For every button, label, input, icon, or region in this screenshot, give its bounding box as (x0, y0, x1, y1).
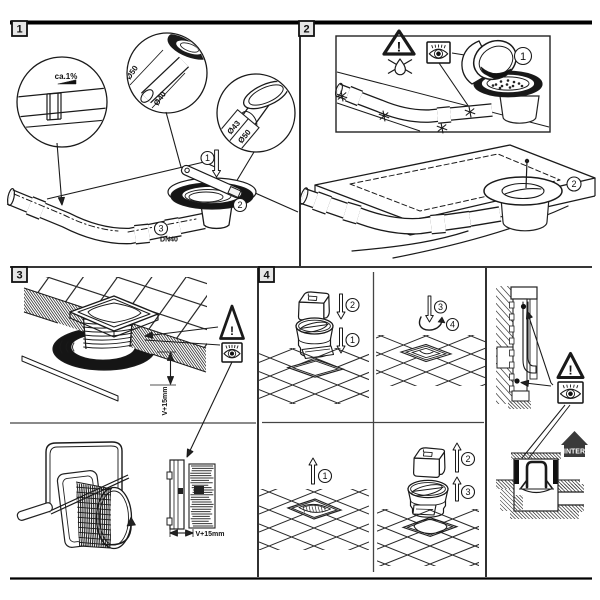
svg-text:2: 2 (303, 24, 309, 36)
svg-text:V+15mm: V+15mm (162, 387, 169, 416)
svg-text:V+15mm: V+15mm (196, 531, 225, 538)
svg-text:ca.1%: ca.1% (55, 72, 78, 81)
svg-text:3: 3 (465, 487, 470, 497)
svg-text:3: 3 (16, 270, 22, 282)
svg-text:2: 2 (237, 200, 242, 210)
svg-text:4: 4 (263, 270, 270, 282)
svg-text:2: 2 (571, 179, 576, 189)
svg-text:!: ! (568, 363, 572, 378)
svg-text:2: 2 (350, 300, 355, 310)
svg-text:1: 1 (520, 51, 526, 63)
svg-text:4: 4 (450, 320, 455, 330)
svg-text:1: 1 (16, 24, 22, 36)
svg-text:3: 3 (438, 302, 443, 312)
svg-text:DN40: DN40 (160, 237, 178, 244)
svg-text:1: 1 (350, 335, 355, 345)
svg-text:1: 1 (205, 153, 210, 163)
svg-text:2: 2 (465, 454, 470, 464)
svg-text:3: 3 (158, 224, 163, 234)
svg-text:!: ! (397, 39, 402, 55)
svg-text:1: 1 (322, 471, 327, 481)
svg-text:!: ! (230, 324, 234, 338)
svg-text:INTER: INTER (564, 449, 585, 456)
